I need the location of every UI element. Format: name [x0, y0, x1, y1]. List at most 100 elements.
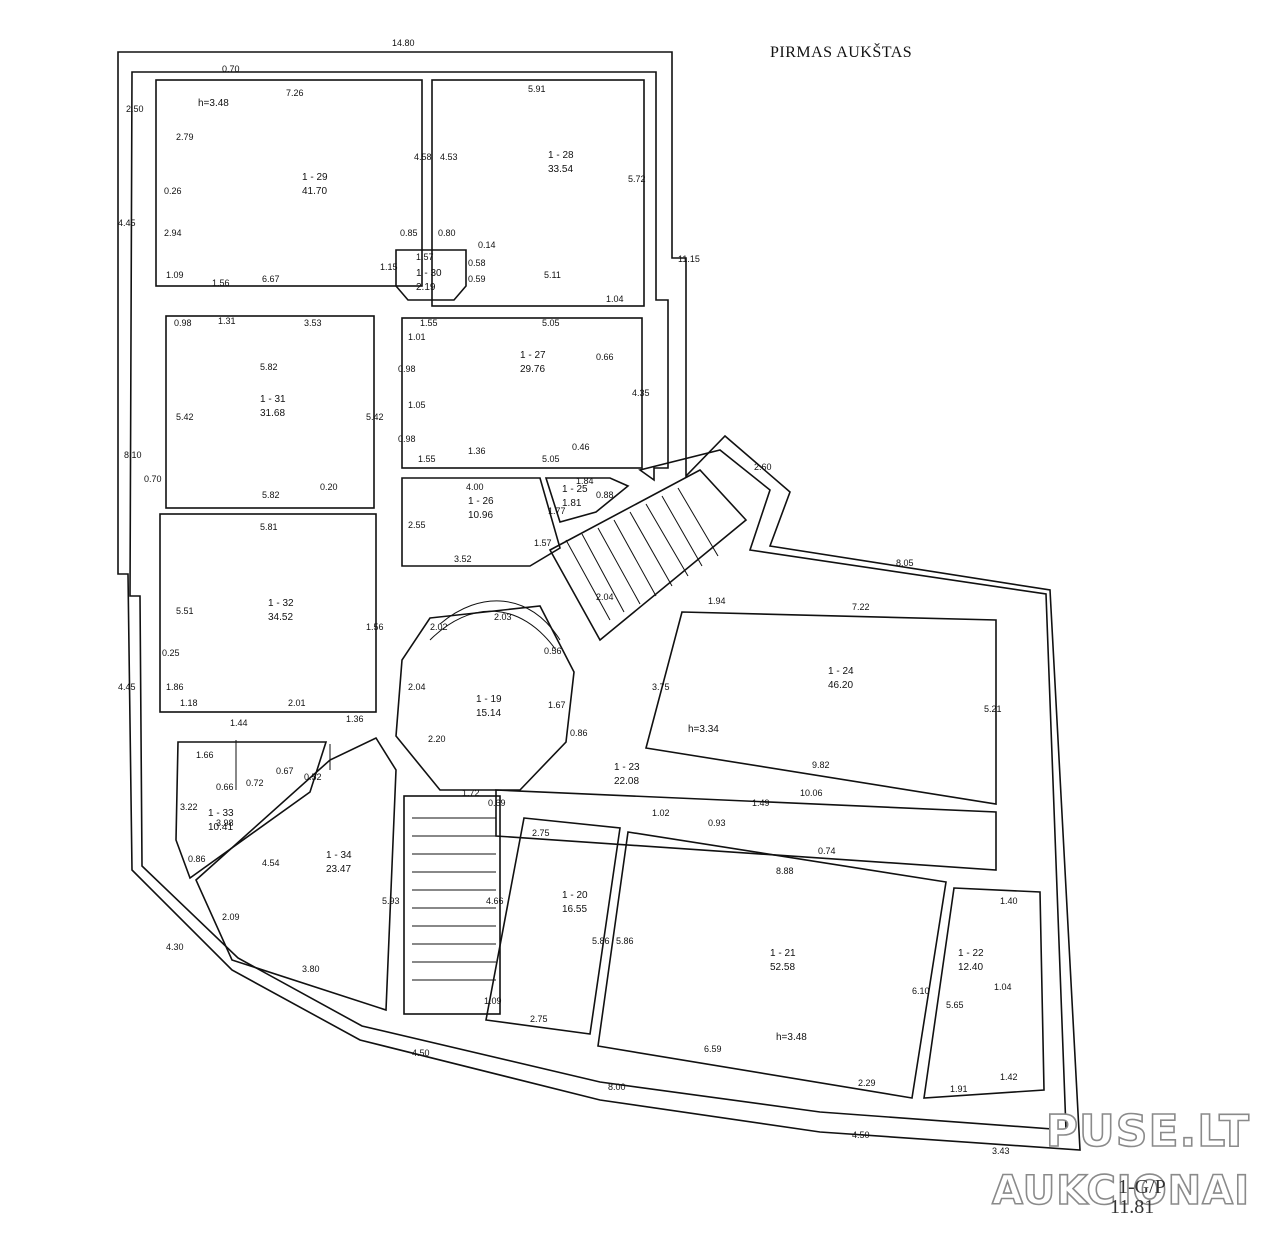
- room-label: 1 - 22: [958, 948, 984, 959]
- dimension-label: 1.91: [950, 1084, 968, 1094]
- room-1-23: [495, 789, 997, 871]
- room-label: 1 - 29: [302, 172, 328, 183]
- dimension-label: 0.80: [438, 228, 456, 238]
- dimension-label: 0.70: [144, 474, 162, 484]
- height-label: h=3.48: [198, 98, 229, 109]
- dimension-label: 0.93: [708, 818, 726, 828]
- dimension-label: 3.43: [992, 1146, 1010, 1156]
- dimension-label: 0.74: [818, 846, 836, 856]
- dimension-label: 1.77: [548, 506, 566, 516]
- dimension-label: 4.00: [466, 482, 484, 492]
- room-label: 1 - 23: [614, 762, 640, 773]
- room-1-21: [597, 831, 947, 1099]
- dimension-label: 2.55: [408, 520, 426, 530]
- dimension-label: 5.91: [528, 84, 546, 94]
- dimension-label: 5.86: [616, 936, 634, 946]
- dimension-label: 4.35: [632, 388, 650, 398]
- dimension-label: 1.49: [752, 798, 770, 808]
- dimension-label: 1.44: [230, 718, 248, 728]
- dimension-label: 3.52: [454, 554, 472, 564]
- room-area: 10.41: [208, 822, 233, 833]
- room-1-27: [401, 317, 643, 469]
- room-1-31: [165, 315, 375, 509]
- dimension-label: 0.86: [188, 854, 206, 864]
- dimension-label: 0.25: [162, 648, 180, 658]
- dimension-label: 2.02: [430, 622, 448, 632]
- room-1-32: [159, 513, 377, 713]
- room-1-34: [195, 736, 397, 1012]
- dimension-label: 9.82: [812, 760, 830, 770]
- room-area: 15.14: [476, 708, 501, 719]
- dimension-label: 4.50: [852, 1130, 870, 1140]
- dimension-label: 1.31: [218, 316, 236, 326]
- dimension-label: 5.21: [984, 704, 1002, 714]
- dimension-label: 1.04: [606, 294, 624, 304]
- room-label: 1 - 32: [268, 598, 294, 609]
- dimension-label: 5.51: [176, 606, 194, 616]
- dimension-label: 0.86: [570, 728, 588, 738]
- room-area: 41.70: [302, 186, 327, 197]
- room-label: 1 - 28: [548, 150, 574, 161]
- room-label: 1 - 31: [260, 394, 286, 405]
- dimension-label: 5.42: [176, 412, 194, 422]
- dimension-label: 1.55: [418, 454, 436, 464]
- stair-a: [548, 469, 748, 642]
- dimension-label: 11.15: [678, 254, 700, 264]
- dimension-label: 5.65: [946, 1000, 964, 1010]
- room-1-25: [544, 477, 630, 523]
- room-area: 29.76: [520, 364, 545, 375]
- room-1-20: [485, 817, 621, 1035]
- room-label: 1 - 30: [416, 268, 442, 279]
- dimension-label: 0.88: [596, 490, 614, 500]
- room-area: 23.47: [326, 864, 351, 875]
- dimension-label: 1.36: [346, 714, 364, 724]
- dimension-label: 6.59: [704, 1044, 722, 1054]
- dimension-label: 1.56: [366, 622, 384, 632]
- dimension-label: 1.67: [548, 700, 566, 710]
- dimension-label: 5.82: [262, 490, 280, 500]
- stair-b: [403, 795, 501, 1015]
- room-label: 1 - 27: [520, 350, 546, 361]
- dimension-label: 14.80: [392, 38, 415, 48]
- room-label: 1 - 20: [562, 890, 588, 901]
- dimension-label: 1.42: [1000, 1072, 1018, 1082]
- watermark-line1: PUSE.LT: [1045, 1105, 1250, 1158]
- dimension-label: 5.81: [260, 522, 278, 532]
- dimension-label: 3.75: [652, 682, 670, 692]
- dimension-label: 4.58: [414, 152, 432, 162]
- dimension-label: 7.26: [286, 88, 304, 98]
- dimension-label: 0.98: [398, 434, 416, 444]
- room-1-28: [431, 79, 645, 307]
- dimension-label: 0.20: [320, 482, 338, 492]
- dimension-label: 2.09: [222, 912, 240, 922]
- dimension-label: 1.02: [652, 808, 670, 818]
- room-label: 1 - 25: [562, 484, 588, 495]
- room-area: 33.54: [548, 164, 573, 175]
- dimension-label: 2.20: [428, 734, 446, 744]
- room-area: 34.52: [268, 612, 293, 623]
- room-label: 1 - 26: [468, 496, 494, 507]
- dimension-label: 0.58: [468, 258, 486, 268]
- floor-title: PIRMAS AUKŠTAS: [770, 44, 913, 61]
- dimension-label: 2.60: [754, 462, 772, 472]
- stamp-code: 1-G/P: [1118, 1176, 1166, 1198]
- dimension-label: 2.79: [176, 132, 194, 142]
- watermark-line2: AUKCIONAI: [991, 1167, 1250, 1215]
- dimension-label: 2.75: [530, 1014, 548, 1024]
- dimension-label: 2.03: [494, 612, 512, 622]
- room-area: 16.55: [562, 904, 587, 915]
- dimension-label: 0.52: [304, 772, 322, 782]
- room-area: 52.58: [770, 962, 795, 973]
- dimension-label: 0.98: [174, 318, 192, 328]
- dimension-label: 5.93: [382, 896, 400, 906]
- dimension-label: 1.72: [462, 788, 480, 798]
- dimension-label: 1.66: [196, 750, 214, 760]
- dimension-label: 1.56: [212, 278, 230, 288]
- room-1-30: [395, 249, 467, 301]
- dimension-label: 1.86: [166, 682, 184, 692]
- room-1-29: [155, 79, 423, 287]
- stamp-number: 11.81: [1110, 1196, 1155, 1218]
- outer-wall: [117, 51, 1081, 1151]
- dimension-label: 0.66: [216, 782, 234, 792]
- dimension-label: 5.86: [592, 936, 610, 946]
